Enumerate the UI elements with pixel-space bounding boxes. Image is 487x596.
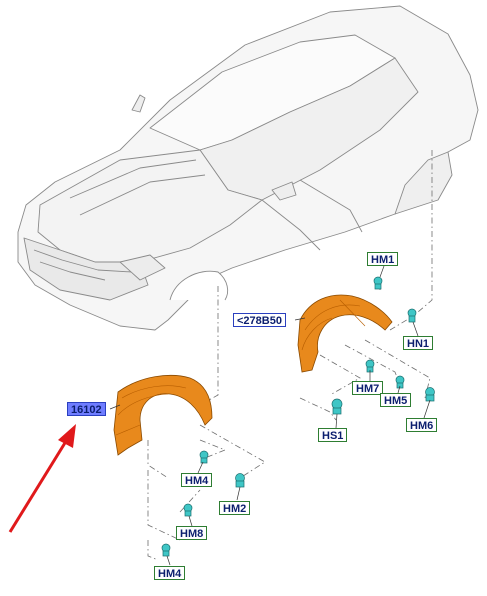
label-16102[interactable]: 16102 — [67, 402, 106, 416]
rear-fender-liner-icon[interactable] — [297, 294, 393, 373]
label-hm8[interactable]: HM8 — [176, 526, 208, 540]
clip-icon[interactable] — [395, 375, 405, 389]
label-hm2[interactable]: HM2 — [219, 501, 251, 515]
label-hm5[interactable]: HM5 — [380, 393, 412, 407]
label-hm4-upper[interactable]: HM4 — [181, 473, 213, 487]
clip-icon[interactable] — [199, 450, 209, 464]
label-278b50[interactable]: <278B50 — [233, 313, 286, 327]
clip-icon[interactable] — [235, 473, 245, 488]
clip-icon[interactable] — [373, 276, 383, 290]
clips — [161, 276, 435, 557]
label-leaders — [109, 265, 431, 566]
front-fender-liner-icon[interactable] — [113, 375, 213, 456]
label-hn1[interactable]: HN1 — [403, 336, 434, 350]
clip-icon[interactable] — [425, 387, 435, 402]
label-hs1[interactable]: HS1 — [318, 428, 348, 442]
clip-icon[interactable] — [161, 543, 171, 557]
clip-icon[interactable] — [407, 308, 417, 323]
car-body-icon — [17, 5, 479, 331]
label-hm1-top[interactable]: HM1 — [367, 252, 399, 266]
pointer-arrow-icon — [8, 424, 76, 533]
label-hm4-lower[interactable]: HM4 — [154, 566, 186, 580]
label-hm7[interactable]: HM7 — [352, 381, 384, 395]
clip-icon[interactable] — [183, 503, 193, 517]
clip-icon[interactable] — [331, 398, 343, 415]
label-hm6[interactable]: HM6 — [406, 418, 438, 432]
